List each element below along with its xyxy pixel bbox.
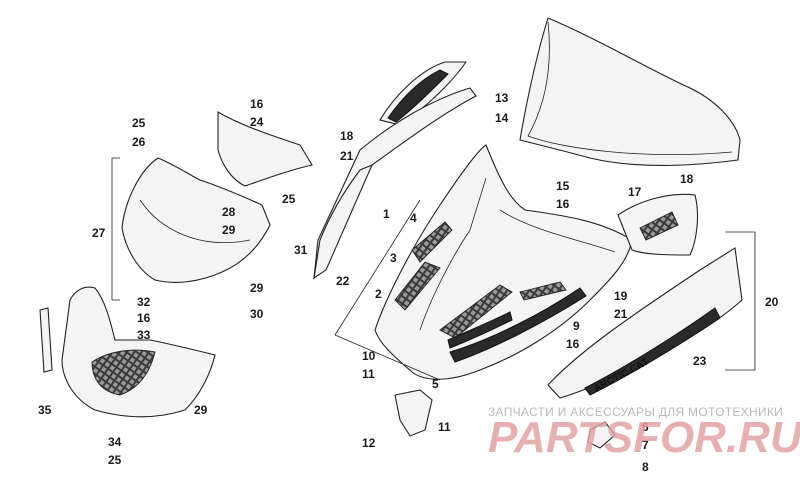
watermark-tagline: ЗАПЧАСТИ И АКСЕССУАРЫ ДЛЯ МОТОТЕХНИКИ: [488, 405, 783, 419]
group-bracket-20: [725, 231, 756, 371]
callout-22: 22: [336, 274, 350, 288]
callout-16-c: 16: [566, 337, 580, 351]
callout-27: 27: [92, 226, 106, 240]
trim-strip-35: [39, 307, 53, 373]
callout-29-c: 29: [194, 403, 208, 417]
callout-29-b: 29: [250, 281, 264, 295]
callout-18-left: 18: [340, 129, 354, 143]
callout-2: 2: [375, 287, 382, 301]
callout-30: 30: [250, 307, 264, 321]
callout-10: 10: [362, 349, 376, 363]
callout-23: 23: [693, 354, 707, 368]
callout-24: 24: [250, 115, 264, 129]
callout-16-d: 16: [137, 311, 151, 325]
mount-bracket: [394, 389, 616, 449]
callout-19: 19: [614, 289, 628, 303]
group-bracket-27: [111, 157, 120, 301]
callout-35: 35: [38, 403, 52, 417]
callout-28: 28: [222, 205, 236, 219]
callout-1: 1: [383, 207, 390, 221]
group-bracket-1: [334, 199, 441, 381]
callout-3: 3: [390, 251, 397, 265]
windscreen-small: [217, 111, 313, 187]
callout-34: 34: [108, 435, 122, 449]
callout-26: 26: [132, 135, 146, 149]
nose-cone: [121, 157, 271, 283]
callout-12: 12: [362, 436, 376, 450]
callout-32: 32: [137, 295, 151, 309]
callout-5: 5: [432, 377, 439, 391]
callout-29-a: 29: [222, 223, 236, 237]
callout-4: 4: [410, 211, 417, 225]
callout-21-right: 21: [614, 307, 628, 321]
callout-15: 15: [556, 179, 570, 193]
main-hood: [374, 144, 633, 380]
callout-7: 7: [642, 438, 649, 452]
callout-11-top: 11: [362, 367, 375, 381]
callout-25-c: 25: [108, 453, 122, 467]
callout-16-a: 16: [250, 97, 264, 111]
callout-31: 31: [294, 243, 308, 257]
callout-11-bottom: 11: [438, 420, 451, 434]
side-vent-right: [617, 193, 699, 256]
callout-17: 17: [628, 185, 642, 199]
callout-21-left: 21: [340, 149, 354, 163]
callout-20: 20: [765, 295, 779, 309]
callout-25-a: 25: [132, 116, 146, 130]
callout-25-b: 25: [282, 192, 296, 206]
callout-13: 13: [495, 91, 509, 105]
callout-9: 9: [573, 319, 580, 333]
callout-8: 8: [642, 460, 649, 474]
callout-18-right: 18: [680, 172, 694, 186]
callout-14: 14: [495, 111, 509, 125]
callout-33: 33: [137, 328, 151, 342]
windshield: [519, 17, 741, 166]
callout-6: 6: [642, 420, 649, 434]
lower-front-assembly: [61, 286, 216, 418]
callout-16-b: 16: [556, 197, 570, 211]
watermark-site: PARTSFOR.RU: [488, 413, 800, 462]
side-strip-left: [313, 87, 477, 280]
